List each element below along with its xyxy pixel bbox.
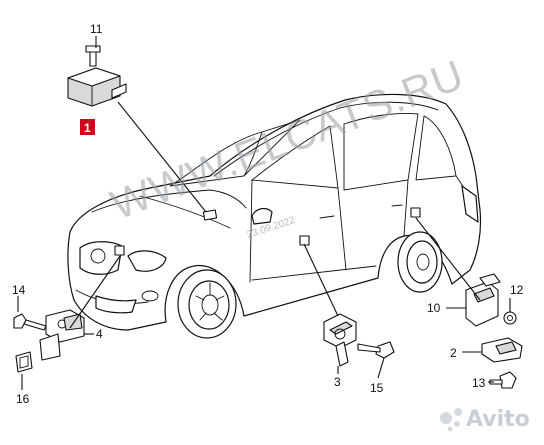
avito-badge: Avito bbox=[440, 407, 530, 432]
marker-rear-sensor bbox=[410, 207, 421, 218]
marker-roof-sensor bbox=[202, 209, 218, 221]
part-4-crash-sensor bbox=[39, 309, 85, 361]
callout-4: 4 bbox=[96, 327, 103, 341]
callout-1-highlight bbox=[80, 119, 95, 135]
car-illustration bbox=[67, 93, 482, 339]
marker-front-sensor bbox=[114, 245, 125, 256]
callout-labels: 11 1 14 4 16 3 15 10 12 2 13 bbox=[12, 22, 524, 406]
marker-side-sensor bbox=[299, 235, 310, 246]
rear-wheel bbox=[397, 231, 443, 293]
callout-10: 10 bbox=[427, 301, 441, 315]
callout-14: 14 bbox=[12, 283, 26, 297]
front-wheel bbox=[177, 269, 237, 339]
callout-2: 2 bbox=[450, 346, 457, 360]
callout-3: 3 bbox=[334, 375, 341, 389]
part-14-bolt bbox=[13, 313, 47, 331]
callout-16: 16 bbox=[16, 392, 30, 406]
part-2-sensor bbox=[481, 337, 523, 363]
part-1-control-unit bbox=[67, 45, 127, 107]
avito-brand-text: Avito bbox=[466, 407, 530, 432]
part-15-bolt bbox=[357, 341, 395, 359]
part-3-side-sensor bbox=[323, 313, 357, 367]
part-10-bracket bbox=[465, 273, 501, 327]
part-12-clip bbox=[503, 311, 517, 325]
callout-15: 15 bbox=[370, 381, 384, 395]
part-16-nut bbox=[15, 351, 33, 373]
part-13-bolt bbox=[489, 371, 517, 389]
callout-11: 11 bbox=[90, 22, 103, 36]
avito-dots-icon bbox=[440, 408, 462, 432]
leader-lines bbox=[17, 36, 511, 390]
callout-13: 13 bbox=[472, 376, 486, 390]
callout-1: 1 bbox=[84, 121, 91, 135]
callout-12: 12 bbox=[510, 283, 524, 297]
